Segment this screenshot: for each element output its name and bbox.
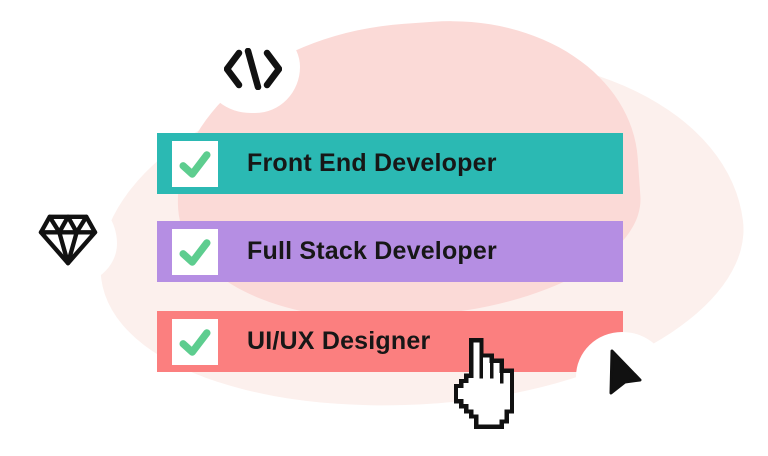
checkmark-icon xyxy=(179,328,211,356)
diamond-bubble xyxy=(19,194,117,286)
option-label: Full Stack Developer xyxy=(247,237,497,265)
diamond-icon xyxy=(38,214,98,266)
checkbox-checked[interactable] xyxy=(172,318,218,365)
checkbox-checked[interactable] xyxy=(172,140,218,187)
code-bubble xyxy=(206,25,300,113)
option-ui-ux-designer[interactable]: UI/UX Designer xyxy=(157,311,623,372)
option-label: Front End Developer xyxy=(247,149,497,177)
checkmark-icon xyxy=(179,150,211,178)
option-front-end-developer[interactable]: Front End Developer xyxy=(157,133,623,194)
checkbox-checked[interactable] xyxy=(172,228,218,275)
option-full-stack-developer[interactable]: Full Stack Developer xyxy=(157,221,623,282)
code-brackets-icon xyxy=(224,48,282,90)
checkmark-icon xyxy=(179,238,211,266)
option-label: UI/UX Designer xyxy=(247,327,431,355)
cursor-arrow-bubble xyxy=(576,332,668,418)
cursor-arrow-icon xyxy=(609,349,642,395)
hand-pointer-cursor-icon xyxy=(453,338,515,429)
